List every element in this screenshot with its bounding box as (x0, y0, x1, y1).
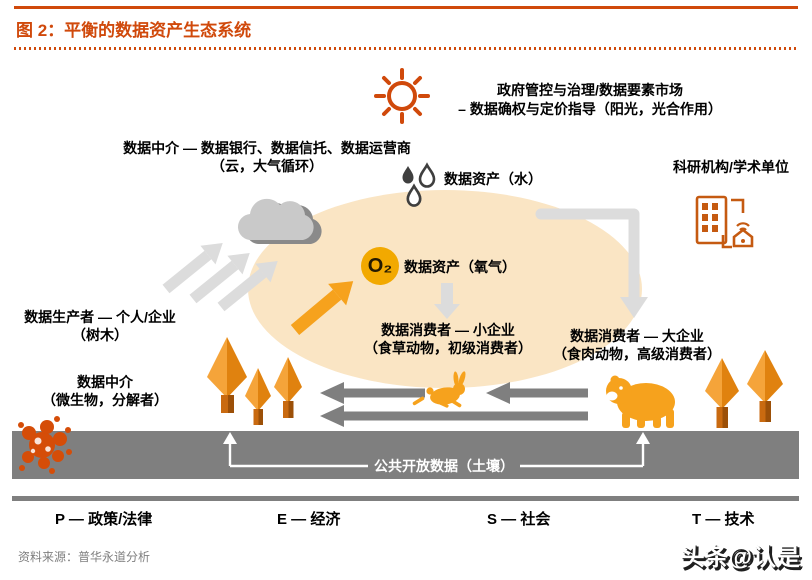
large-consumer-label-line1: 数据消费者 — 大企业 (570, 328, 704, 344)
decomposer-label-line2: （微生物，分解者） (42, 392, 168, 408)
small-consumer-label-line1: 数据消费者 — 小企业 (381, 322, 515, 338)
producer-label-line2: （树木） (72, 327, 128, 343)
food-chain-arrows (320, 382, 588, 427)
soil-label: 公共开放数据（土壤） (374, 458, 514, 474)
soil-bracket-arrows (223, 432, 650, 468)
producer-to-cloud-arrows (162, 243, 278, 312)
legend-economy: E — 经济 (277, 511, 341, 528)
large-consumer-label-line2: （食肉动物，高级消费者） (553, 346, 721, 362)
producer-label-line1: 数据生产者 — 个人/企业 (24, 309, 176, 325)
top-rule (14, 6, 798, 9)
water-to-large-consumer-arrow (535, 208, 648, 318)
legend-rule (12, 496, 799, 501)
research-building-icon (695, 195, 754, 249)
legend-society: S — 社会 (487, 511, 551, 528)
oxygen-badge: O₂ (361, 247, 399, 285)
government-label-line2: – 数据确权与定价指导（阳光，光合作用） (458, 101, 722, 117)
water-label: 数据资产（水） (444, 171, 542, 187)
legend-technology: T — 技术 (692, 511, 755, 528)
figure-title: 图 2：平衡的数据资产生态系统 (16, 21, 252, 40)
government-label-line1: 政府管控与治理/数据要素市场 (497, 82, 683, 98)
soil-bar (12, 431, 799, 479)
water-drops-icon (402, 162, 436, 207)
oxygen-symbol: O₂ (367, 254, 393, 277)
oxygen-label: 数据资产（氧气） (404, 259, 516, 275)
source-note: 资料来源：普华永道分析 (18, 550, 151, 564)
microbe-icon (18, 416, 72, 474)
sun-icon (374, 68, 430, 124)
cloud-icon (237, 198, 322, 245)
watermark: 头条@认是 (680, 544, 800, 571)
decomposer-label-line1: 数据中介 (77, 374, 133, 390)
oxygen-to-small-consumer-arrow (434, 283, 460, 319)
right-trees-icon (705, 350, 783, 428)
left-trees-icon (207, 337, 302, 425)
producer-to-oxygen-arrow (290, 281, 354, 335)
legend-policy: P — 政策/法律 (55, 511, 153, 528)
small-consumer-label-line2: （食草动物，初级消费者） (364, 340, 532, 356)
dotted-rule (14, 47, 798, 50)
cloud-intermediary-label-line1: 数据中介 — 数据银行、数据信托、数据运营商 (123, 140, 411, 156)
cloud-intermediary-label-line2: （云，大气循环） (211, 158, 323, 174)
bear-icon (606, 375, 675, 428)
research-label: 科研机构/学术单位 (673, 159, 789, 175)
rabbit-icon (412, 371, 466, 408)
